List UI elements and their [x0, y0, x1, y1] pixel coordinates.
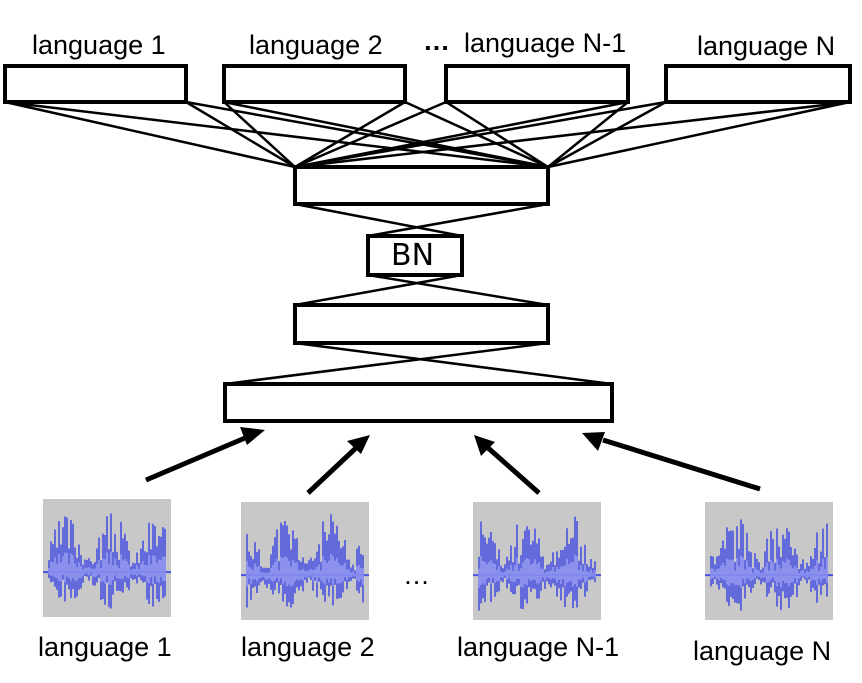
layer-boxes [3, 64, 852, 423]
output-head-2 [222, 64, 407, 104]
bottleneck-label: BN [391, 238, 435, 273]
input-layer [223, 382, 614, 423]
bottleneck-layer [366, 234, 464, 277]
waveform-panel-4 [705, 502, 833, 620]
connection-line [224, 341, 549, 386]
connection-line [185, 100, 296, 169]
input-label-2: language 2 [241, 632, 375, 662]
connection-line [4, 100, 296, 169]
output-label-n: language N [697, 31, 836, 61]
output-head-n [664, 64, 852, 104]
connection-line [223, 101, 296, 168]
shared-hidden-layer-top [293, 165, 550, 206]
output-label-1: language 1 [32, 30, 166, 60]
waveform-panel-1 [43, 499, 171, 617]
connection-line [294, 202, 463, 238]
connection-line [547, 100, 667, 169]
connection-line [294, 273, 463, 307]
output-label-2: language 2 [249, 30, 383, 60]
input-arrow-n-1 [474, 435, 541, 495]
input-ellipsis: … [403, 560, 430, 590]
input-label-1: language 1 [38, 632, 172, 662]
connection-line [367, 273, 549, 307]
input-arrow-2 [306, 435, 370, 495]
connection-line [294, 100, 447, 169]
connection-line [294, 100, 406, 169]
output-ellipsis: … [423, 26, 450, 56]
waveform-panel-2 [241, 502, 369, 620]
output-label-n-1: language N-1 [464, 28, 627, 58]
connection-line [294, 341, 613, 386]
connection-line [294, 100, 667, 169]
shared-hidden-layer-bottom [293, 303, 550, 345]
waveform-panel-3 [473, 502, 601, 620]
input-arrow-1 [145, 427, 265, 483]
input-label-n: language N [693, 636, 832, 666]
waveform-panels [43, 499, 833, 620]
connection-line [367, 202, 549, 238]
connection-line [294, 100, 851, 169]
input-arrow-n [582, 432, 761, 492]
connection-line [547, 101, 629, 168]
input-label-n-1: language N-1 [457, 632, 620, 662]
connection-line [445, 100, 549, 169]
connection-line [547, 100, 851, 169]
output-head-1 [3, 64, 188, 104]
layer-connections [4, 100, 851, 386]
input-arrows [145, 427, 761, 495]
output-head-n-1 [444, 64, 630, 104]
connection-line [223, 100, 549, 169]
connection-line [4, 100, 549, 169]
